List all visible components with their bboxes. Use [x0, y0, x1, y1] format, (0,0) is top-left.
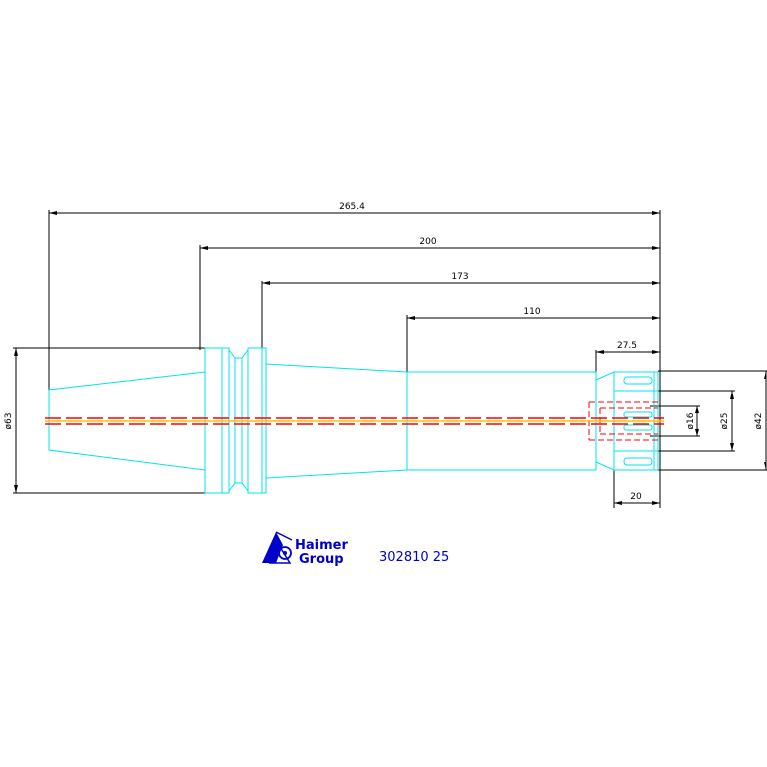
collet-slot-mid-top [623, 411, 653, 418]
arrow-16-bottom [695, 429, 699, 436]
dim-text-42: ø42 [754, 413, 764, 430]
logo-line2: Group [299, 552, 344, 567]
arrow-16-top [695, 406, 699, 413]
dim-text-20: 20 [630, 492, 642, 502]
arrow-200-left [200, 246, 208, 250]
arrow-110-right [652, 316, 660, 320]
logo-line1: Haimer [295, 538, 348, 553]
dim-text-110: 110 [523, 307, 540, 317]
arrow-42-bottom [764, 462, 766, 470]
arrow-27-5-right [652, 350, 660, 354]
dim-text-173: 173 [451, 272, 468, 282]
dimension-lines: 265.4 200 173 110 27.5 20 ø63 [4, 202, 767, 508]
arrow-173-left [262, 281, 270, 285]
dim-text-27-5: 27.5 [617, 341, 637, 351]
dim-text-200: 200 [419, 237, 436, 247]
groove-outline-top [228, 349, 249, 359]
dim-text-265-4: 265.4 [339, 202, 365, 212]
arrow-63-top [14, 348, 18, 356]
collet-slot-mid-bottom [623, 424, 653, 431]
company-logo: Haimer Group [262, 531, 348, 567]
centerlines [45, 417, 664, 425]
arrow-42-top [764, 371, 766, 379]
arrow-27-5-left [596, 350, 604, 354]
arrow-20-left [614, 501, 622, 505]
part-number: 302810 25 [379, 550, 449, 565]
arrow-63-bottom [14, 485, 18, 493]
collet-slot-bottom [623, 457, 653, 466]
arrow-265-4-right [652, 211, 660, 215]
arrow-25-top [730, 391, 734, 399]
arrow-173-right [652, 281, 660, 285]
arrow-20-right [652, 501, 660, 505]
dim-text-63: ø63 [4, 413, 14, 430]
dim-text-25: ø25 [720, 413, 730, 430]
groove-outline-bottom [228, 482, 249, 492]
arrow-265-4-left [49, 211, 57, 215]
logo-emblem-icon [262, 531, 293, 564]
dim-text-16: ø16 [686, 412, 696, 429]
arrow-200-right [652, 246, 660, 250]
collet-slot-top [623, 376, 653, 385]
arrow-25-bottom [730, 443, 734, 451]
arrow-110-left [407, 316, 415, 320]
taper-outline [48, 371, 206, 471]
